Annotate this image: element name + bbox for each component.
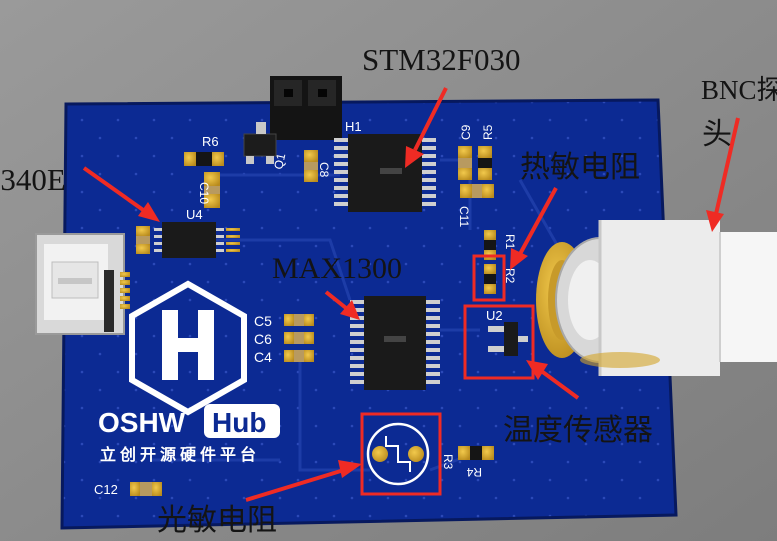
arrow-ch340e (82, 166, 148, 214)
label-q1: Q1 (271, 152, 288, 171)
arrow-stm32 (413, 87, 448, 151)
annotation-ch340e: H340E (0, 162, 66, 197)
annotation-bnc-line1: BNC探 (701, 75, 777, 105)
arrow-temp-sensor (538, 368, 580, 400)
capacitor-c4: C4 (254, 349, 314, 365)
annotation-max1300: MAX1300 (272, 252, 402, 285)
label-c12: C12 (94, 482, 118, 497)
label-r4: R4 (466, 465, 482, 479)
oshwhub-logo: OSHW Hub 立创开源硬件平台 (98, 280, 280, 464)
annotation-photoresistor: 光敏电阻 (157, 503, 277, 538)
logo-brand-b: Hub (212, 407, 266, 438)
usb-connector (35, 233, 130, 335)
label-c10: C10 (197, 182, 211, 204)
label-c11: C11 (457, 206, 471, 227)
label-r1: R1 (503, 234, 517, 250)
pin-header-h1: H1 (270, 76, 362, 140)
annotation-thermistor: 热敏电阻 (520, 150, 640, 185)
label-r2: R2 (503, 268, 517, 284)
capacitor-c5: C5 (254, 313, 314, 329)
label-c8: C8 (317, 162, 331, 178)
logo-tagline: 立创开源硬件平台 (100, 445, 260, 464)
label-c6: C6 (254, 331, 272, 347)
resistor-r4: R4 (458, 446, 494, 479)
bnc-connector (536, 220, 777, 376)
label-h1: H1 (345, 119, 362, 134)
capacitor-c12: C12 (94, 482, 162, 497)
stm32-chip (334, 134, 436, 212)
label-u4: U4 (186, 207, 203, 222)
annotation-bnc-line2: 头 (702, 117, 732, 152)
arrow-max1300 (324, 290, 348, 310)
ch340e-chip: U4 (154, 207, 240, 258)
resistor-r6: R6 (184, 134, 224, 166)
photoresistor-highlight-box (360, 412, 442, 496)
capacitor-c9: C9 (458, 124, 473, 180)
arrow-thermistor (518, 187, 558, 255)
temperature-sensor-u2: U2 (486, 308, 528, 356)
label-r6: R6 (202, 134, 219, 149)
capacitor-ch340 (136, 226, 150, 254)
annotation-arrows (82, 87, 740, 502)
capacitor-c11: C11 (457, 184, 494, 227)
arrow-photoresistor (245, 468, 345, 502)
label-c4: C4 (254, 349, 272, 365)
resistor-r5: R5 (478, 124, 495, 180)
max1300-chip (350, 296, 440, 390)
label-c9: C9 (459, 124, 473, 140)
capacitor-c6: C6 (254, 331, 314, 347)
thermistor-r2: R2 (484, 264, 517, 294)
temp-sensor-highlight-box (463, 304, 535, 380)
label-u2: U2 (486, 308, 503, 323)
thermistor-highlight-box (472, 254, 506, 302)
label-r5: R5 (481, 124, 495, 140)
capacitor-c8: C8 (304, 150, 331, 182)
annotation-temp-sensor: 温度传感器 (503, 413, 653, 448)
logo-brand-a: OSHW (98, 407, 186, 438)
label-c5: C5 (254, 313, 272, 329)
annotation-stm32: STM32F030 (362, 42, 520, 77)
photoresistor-r3: R3 (366, 422, 455, 486)
transistor-q1: Q1 (243, 122, 288, 171)
label-r3: R3 (441, 454, 455, 470)
arrow-bnc (714, 117, 740, 215)
capacitor-c10: C10 (197, 172, 220, 208)
